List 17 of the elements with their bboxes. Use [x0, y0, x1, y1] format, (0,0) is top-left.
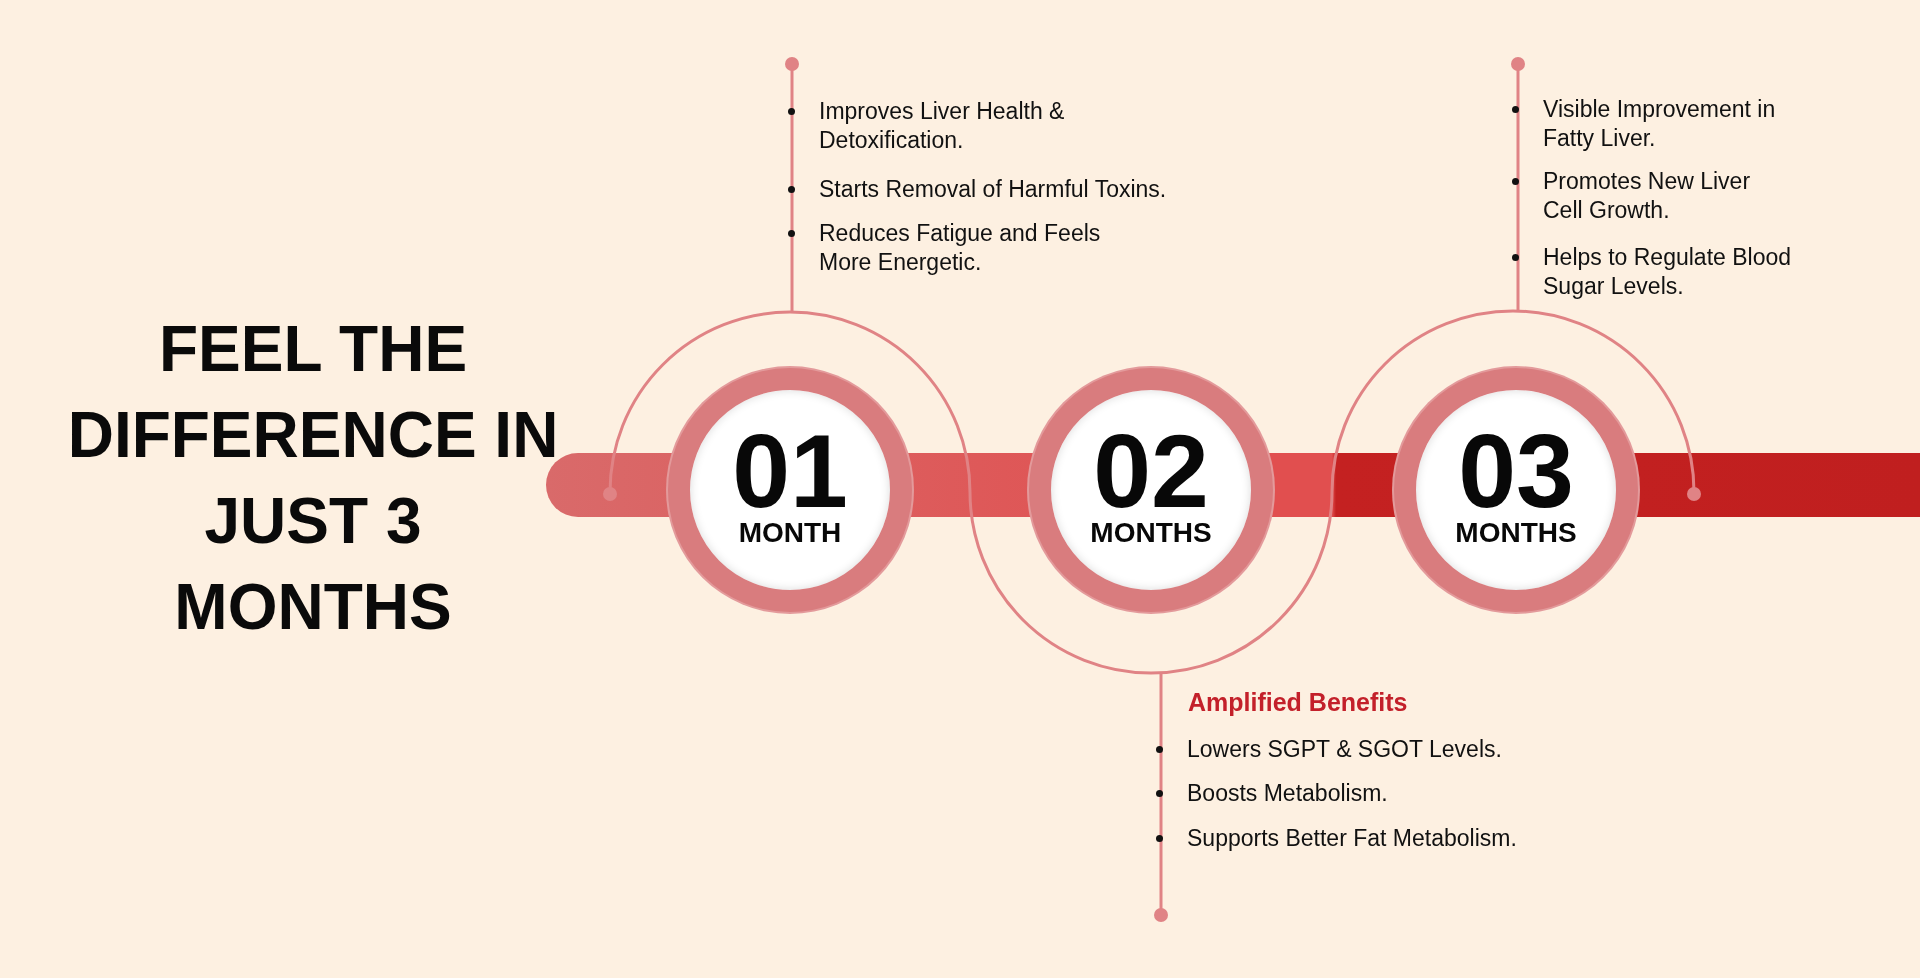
benefit-text: Supports Better Fat Metabolism. — [1187, 824, 1518, 853]
milestone-number: 03 — [1458, 425, 1574, 519]
milestone-unit: MONTH — [738, 518, 842, 547]
title-text: FEEL THE DIFFERENCE IN JUST 3 MONTHS — [66, 312, 560, 645]
milestone-unit: MONTHS — [1090, 518, 1212, 547]
benefit-text: Helps to Regulate Blood Sugar Levels. — [1543, 243, 1793, 301]
benefit-text: Starts Removal of Harmful Toxins. — [819, 175, 1168, 204]
benefit-text: Boosts Metabolism. — [1187, 779, 1389, 808]
milestone-unit: MONTHS — [1455, 518, 1577, 547]
milestone-number: 02 — [1093, 425, 1209, 519]
benefit-text: Improves Liver Health & Detoxification. — [819, 97, 1066, 155]
benefit-text: Reduces Fatigue and Feels More Energetic. — [819, 219, 1102, 277]
section-heading: Amplified Benefits — [1188, 688, 1409, 717]
benefit-text: Promotes New Liver Cell Growth. — [1543, 167, 1752, 225]
benefit-text: Visible Improvement in Fatty Liver. — [1543, 95, 1777, 153]
milestone-number: 01 — [732, 425, 848, 519]
benefit-text: Lowers SGPT & SGOT Levels. — [1187, 735, 1503, 764]
